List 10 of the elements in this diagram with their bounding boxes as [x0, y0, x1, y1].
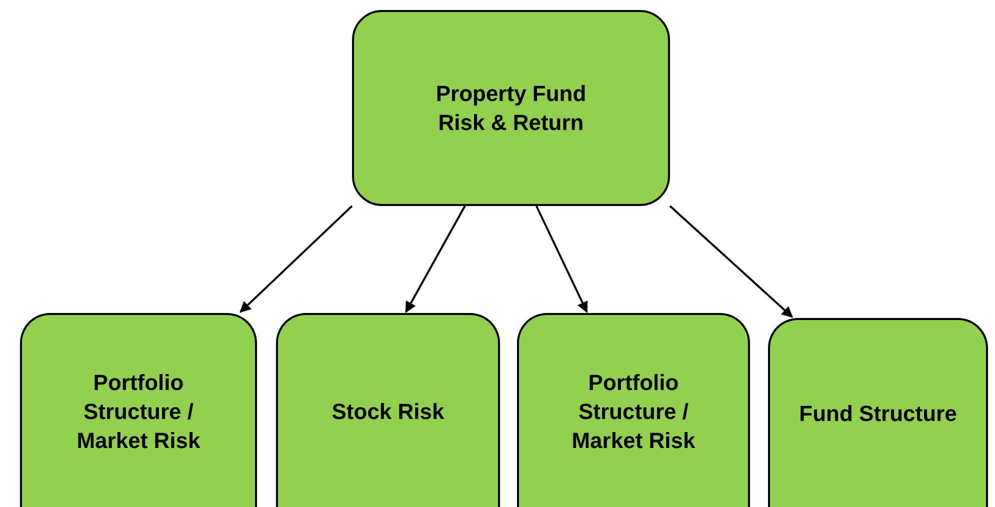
process-box [20, 313, 257, 507]
process-box [352, 10, 670, 206]
box-label: Fund Structure [799, 400, 957, 428]
process-box [768, 318, 988, 507]
process-box [276, 313, 500, 507]
box-label: Property Fund Risk & Return [434, 80, 588, 137]
box-label: Stock Risk [332, 398, 444, 426]
box-label: Portfolio Structure / Market Risk [76, 368, 202, 454]
box-label: Portfolio Structure / Market Risk [570, 368, 696, 454]
process-box [517, 313, 750, 507]
